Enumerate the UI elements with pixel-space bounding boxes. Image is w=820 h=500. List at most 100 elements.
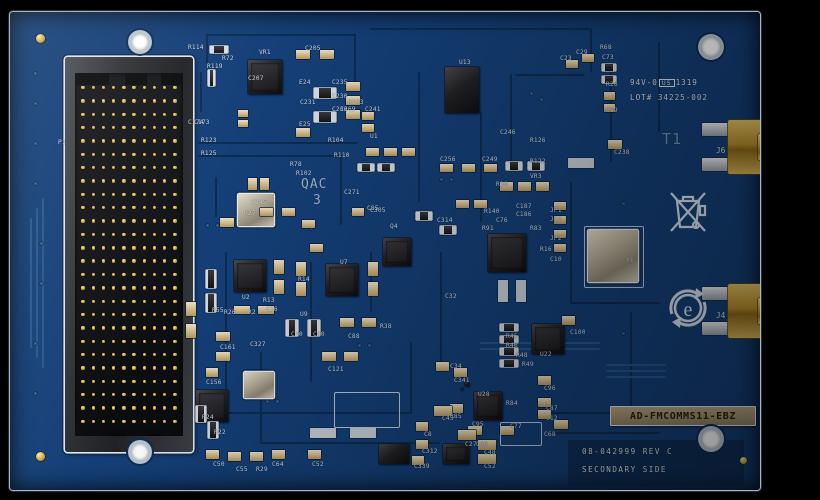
silk-ref-r102: R102 bbox=[296, 170, 312, 177]
silk-ref-e24: E24 bbox=[299, 79, 311, 86]
silk-ref-r72: R72 bbox=[222, 55, 234, 62]
test-pad-top-left bbox=[36, 34, 45, 43]
weee-icon bbox=[670, 192, 707, 232]
silk-ref-r13: R13 bbox=[263, 297, 275, 304]
silk-ref-c312: C312 bbox=[422, 448, 438, 455]
silk-ref-r2: R2 bbox=[248, 309, 256, 316]
sma-j6-clamp bbox=[728, 120, 760, 174]
sma-connector-j6[interactable] bbox=[702, 120, 760, 174]
silk-outline-a bbox=[334, 392, 400, 428]
ic-misc-b bbox=[461, 388, 463, 390]
silk-ref-c269: C269 bbox=[340, 106, 356, 113]
silk-ref-c305: C305 bbox=[370, 207, 386, 214]
ic-u22 bbox=[532, 324, 564, 354]
silk-ref-r119: R119 bbox=[207, 63, 223, 70]
silk-ref-r48: R48 bbox=[516, 352, 528, 359]
silk-ref-c249: C249 bbox=[482, 156, 498, 163]
crystal-oscillator-y1 bbox=[588, 230, 638, 282]
assembly-number: 08-042999 REV C bbox=[582, 447, 674, 456]
sma-j4-barrel bbox=[758, 298, 760, 324]
silk-ref-r68: R68 bbox=[600, 44, 612, 51]
silk-ref-c121: C121 bbox=[328, 366, 344, 373]
silk-ref-r45: R45 bbox=[506, 333, 518, 340]
assembly-marking-block: 08-042999 REV C SECONDARY SIDE bbox=[568, 440, 744, 486]
silk-ref-c314: C314 bbox=[437, 217, 453, 224]
silk-ref-c8: C8 bbox=[424, 431, 432, 438]
silk-ref-r104: R104 bbox=[328, 137, 344, 144]
fmc-connector-p1[interactable] bbox=[65, 57, 193, 452]
ic-u11 bbox=[488, 234, 526, 272]
silk-ref-c256: C256 bbox=[440, 156, 456, 163]
silk-ref-r46: R46 bbox=[506, 342, 518, 349]
silk-ref-c207: C207 bbox=[248, 75, 264, 82]
silk-ref-r91: R91 bbox=[482, 225, 494, 232]
silk-ref-c48: C48 bbox=[484, 449, 496, 456]
silk-ref-c187: C187 bbox=[516, 203, 532, 210]
silk-ref-vr3: VR3 bbox=[530, 173, 542, 180]
silk-ref-c50: C50 bbox=[213, 461, 225, 468]
silk-ref-r26: R26 bbox=[606, 81, 618, 88]
silk-ref-j6: J6 bbox=[716, 146, 726, 155]
silk-ref-c23: C23 bbox=[560, 55, 572, 62]
silk-ref-r122: R122 bbox=[530, 158, 546, 165]
silk-ref-e25: E25 bbox=[299, 121, 311, 128]
silk-ref-r83: R83 bbox=[530, 225, 542, 232]
silk-ref-c76: C76 bbox=[496, 217, 508, 224]
silk-ref-c73: C73 bbox=[602, 54, 614, 61]
silk-ref-c27: C27 bbox=[465, 441, 477, 448]
silk-ref-r123: R123 bbox=[201, 137, 217, 144]
silk-ref-c70: C70 bbox=[291, 331, 303, 338]
via-layer bbox=[10, 12, 760, 490]
silk-ref-r26: R26 bbox=[224, 309, 236, 316]
silk-ref-c161: C161 bbox=[220, 344, 236, 351]
silk-ref-c238: C238 bbox=[614, 149, 630, 156]
silk-ref-c174: C174 bbox=[188, 119, 204, 126]
part-number-text: AD-FMCOMMS11-EBZ bbox=[630, 410, 736, 422]
silk-ref-r38: R38 bbox=[380, 323, 392, 330]
silk-ref-c230: C230 bbox=[332, 93, 348, 100]
silk-ref-c66: C66 bbox=[476, 441, 488, 448]
silk-ref-u2: U2 bbox=[242, 294, 250, 301]
silk-ref-c271: C271 bbox=[344, 189, 360, 196]
ic-u28 bbox=[474, 392, 502, 420]
silk-ref-u7: U7 bbox=[340, 259, 348, 266]
silk-outline-y1 bbox=[584, 226, 644, 288]
silk-ref-r78: R78 bbox=[290, 161, 302, 168]
part-number-label: AD-FMCOMMS11-EBZ bbox=[610, 406, 756, 426]
silk-ref-r30: R30 bbox=[496, 181, 508, 188]
silk-ref-c77: C77 bbox=[510, 423, 522, 430]
silk-ref-c173: C173 bbox=[194, 119, 210, 126]
silk-ref-c235: C235 bbox=[332, 79, 348, 86]
sma-j6-tab-bottom bbox=[702, 158, 732, 171]
silk-ref-c34: C34 bbox=[450, 363, 462, 370]
silk-ref-c241: C241 bbox=[365, 106, 381, 113]
silk-ref-c52: C52 bbox=[312, 461, 324, 468]
silk-ref-c10: C10 bbox=[550, 256, 562, 263]
silk-ref-c85: C85 bbox=[367, 205, 379, 212]
silk-ref-u1: U1 bbox=[370, 133, 378, 140]
pcb-board: P1 J6 J4 bbox=[10, 12, 760, 490]
silk-ref-c327: C327 bbox=[250, 341, 266, 348]
passive-component-layer bbox=[10, 12, 760, 490]
silk-ref-c12: C12 bbox=[546, 415, 558, 422]
silk-ref-c64: C64 bbox=[272, 461, 284, 468]
silk-ref-r24: R24 bbox=[202, 414, 214, 421]
mounting-hole-top-left bbox=[132, 34, 148, 50]
silk-ref-c55: C55 bbox=[236, 466, 248, 473]
sma-connector-j4[interactable] bbox=[702, 284, 760, 338]
process-marking-qac: QAC bbox=[301, 177, 328, 192]
silk-ref-r125: R125 bbox=[201, 150, 217, 157]
silk-ref-u28: U28 bbox=[478, 391, 490, 398]
sma-j6-barrel bbox=[758, 134, 760, 160]
silk-ref-r22: R22 bbox=[214, 429, 226, 436]
silk-ref-c26: C26 bbox=[266, 306, 278, 313]
silk-ref-u27: U27 bbox=[244, 210, 256, 217]
silk-ref-c100: C100 bbox=[570, 329, 586, 336]
test-pad-bottom-left bbox=[36, 452, 45, 461]
silk-ref-c29: C29 bbox=[576, 49, 588, 56]
fmc-cavity bbox=[75, 73, 183, 436]
silk-ref-r16: R16 bbox=[540, 246, 552, 253]
silk-ref-c245: C245 bbox=[251, 199, 267, 206]
